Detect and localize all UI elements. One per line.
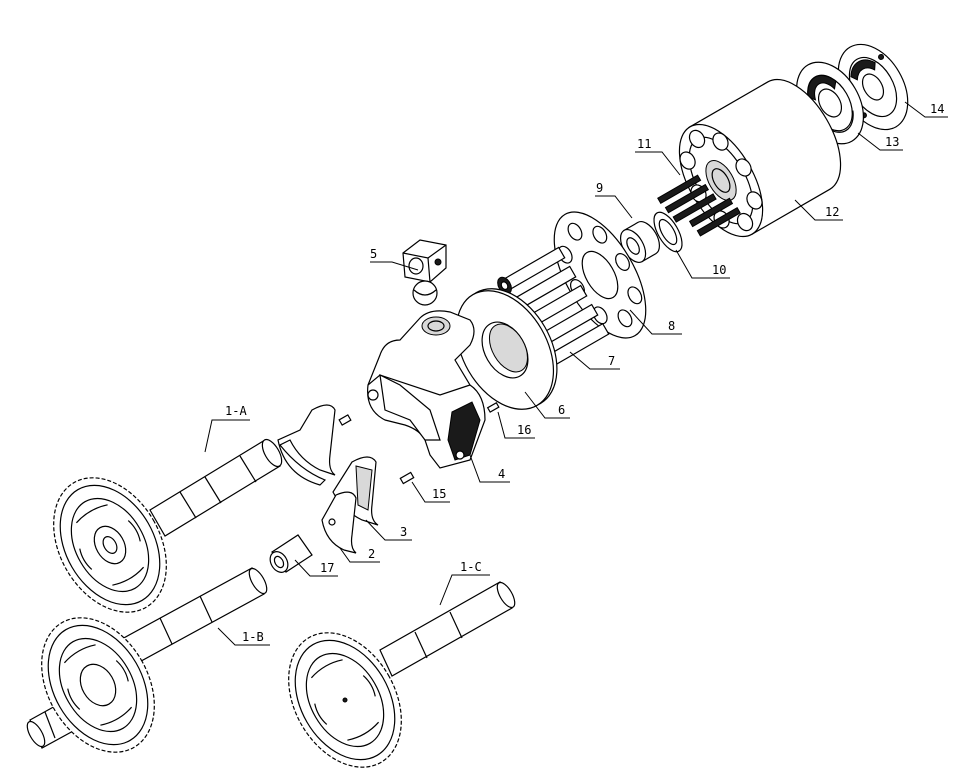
- part-1b-gear-shaft: [26, 567, 268, 753]
- part-4-yoke: [367, 310, 486, 469]
- label-17: 17: [320, 561, 334, 575]
- part-labels: 14 13 12 11 9 10 8 7 6 16 4 15 3 2 17 5 …: [225, 102, 944, 644]
- part-17-sleeve: [269, 534, 313, 573]
- label-15: 15: [432, 487, 446, 501]
- label-1c: 1-C: [460, 560, 482, 574]
- label-10: 10: [712, 263, 726, 277]
- label-4: 4: [498, 467, 505, 481]
- label-12: 12: [825, 205, 839, 219]
- part-1a-gear-shaft: [53, 438, 283, 613]
- label-9: 9: [596, 181, 603, 195]
- pin-small: [338, 414, 352, 426]
- label-5: 5: [370, 247, 377, 261]
- part-5-block-and-ball: [402, 239, 447, 306]
- part-7-pistons: [497, 246, 610, 371]
- label-1b: 1-B: [242, 630, 264, 644]
- label-2: 2: [368, 547, 375, 561]
- leader-lines: [204, 101, 948, 646]
- label-13: 13: [885, 135, 899, 149]
- label-7: 7: [608, 354, 615, 368]
- label-14: 14: [930, 102, 944, 116]
- part-6-swash-plate: [455, 288, 558, 410]
- label-16: 16: [517, 423, 531, 437]
- label-1a: 1-A: [225, 404, 247, 418]
- part-1c-gear-shaft: [288, 581, 516, 768]
- part-10-ring: [653, 211, 683, 253]
- part-2-bearing-shell: [321, 491, 357, 554]
- part-11-springs: [657, 174, 741, 237]
- label-8: 8: [668, 319, 675, 333]
- part-16-pin: [486, 401, 500, 413]
- part-15-pin: [399, 471, 415, 485]
- label-11: 11: [637, 137, 651, 151]
- label-6: 6: [558, 403, 565, 417]
- label-3: 3: [400, 525, 407, 539]
- part-3-bearing-shell: [277, 404, 379, 526]
